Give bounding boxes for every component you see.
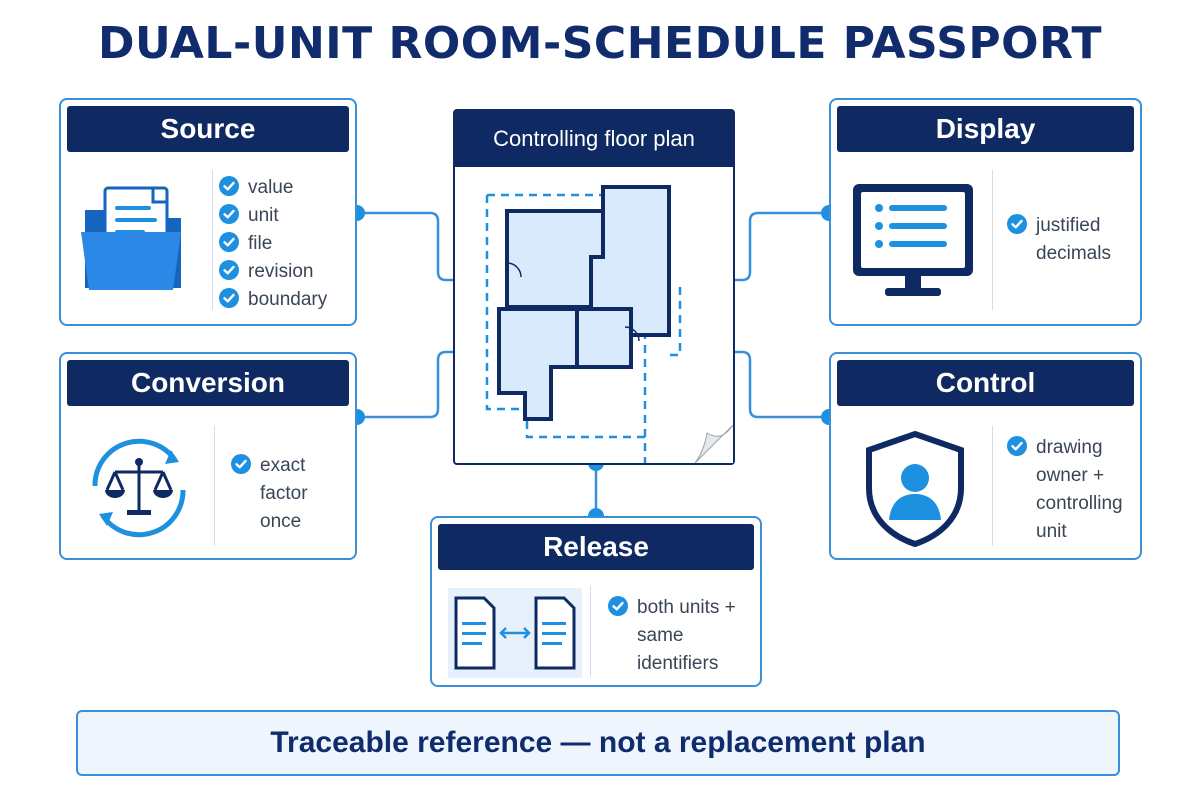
control-title: Control (837, 360, 1134, 406)
control-item-text: drawing owner + controlling unit (1036, 437, 1123, 542)
check-icon (219, 176, 239, 196)
footer-banner: Traceable reference — not a replacement … (76, 710, 1120, 776)
check-icon (608, 596, 628, 616)
display-checklist: justified decimals (1007, 212, 1111, 268)
source-item: file (219, 230, 327, 258)
shield-user-icon (866, 430, 964, 548)
display-item: justified decimals (1007, 212, 1111, 268)
document-exchange-icon (448, 588, 582, 678)
page-title: DUAL-UNIT ROOM-SCHEDULE PASSPORT (97, 18, 1102, 69)
conversion-item: exact factor once (231, 452, 308, 536)
page-curl-icon (695, 425, 733, 463)
connector-source (357, 211, 453, 282)
divider (992, 170, 993, 310)
display-card: Display justified decimals (829, 98, 1142, 326)
source-item-text: boundary (248, 289, 328, 310)
connector-conversion (357, 350, 453, 419)
control-card: Control drawing owner + controlling unit (829, 352, 1142, 560)
source-checklist: value unit file revision boundary (219, 174, 327, 314)
check-icon (219, 288, 239, 308)
conversion-item-text: exact factor once (260, 455, 308, 532)
control-checklist: drawing owner + controlling unit (1007, 434, 1123, 546)
divider (992, 426, 993, 546)
source-item-text: value (248, 177, 294, 198)
source-item: unit (219, 202, 327, 230)
check-icon (219, 232, 239, 252)
floor-plan-title: Controlling floor plan (455, 111, 733, 167)
folder-documents-icon (81, 186, 181, 290)
source-item-text: file (248, 233, 273, 254)
floor-plan-card: Controlling floor plan (453, 109, 735, 465)
release-item: both units + same identifiers (608, 594, 736, 678)
source-item: value (219, 174, 327, 202)
floor-plan-icon (485, 185, 682, 463)
connector-control (735, 350, 829, 419)
release-title: Release (438, 524, 754, 570)
source-card: Source value unit file revision boundary (59, 98, 357, 326)
control-item: drawing owner + controlling unit (1007, 434, 1123, 546)
divider (590, 586, 591, 676)
source-title: Source (67, 106, 349, 152)
check-icon (219, 204, 239, 224)
check-icon (219, 260, 239, 280)
release-checklist: both units + same identifiers (608, 594, 736, 678)
check-icon (1007, 436, 1027, 456)
connector-display (735, 211, 829, 282)
balance-scale-icon (92, 438, 186, 538)
divider (214, 426, 215, 546)
check-icon (1007, 214, 1027, 234)
display-item-text: justified decimals (1036, 215, 1111, 264)
source-item-text: unit (248, 205, 279, 226)
check-icon (231, 454, 251, 474)
source-item-text: revision (248, 261, 314, 282)
monitor-list-icon (853, 184, 973, 296)
source-item: boundary (219, 286, 327, 314)
conversion-title: Conversion (67, 360, 349, 406)
conversion-checklist: exact factor once (231, 452, 308, 536)
divider (212, 170, 213, 310)
source-item: revision (219, 258, 327, 286)
conversion-card: Conversion exact factor once (59, 352, 357, 560)
display-title: Display (837, 106, 1134, 152)
release-item-text: both units + same identifiers (637, 597, 736, 674)
release-card: Release both units + same identifiers (430, 516, 762, 687)
